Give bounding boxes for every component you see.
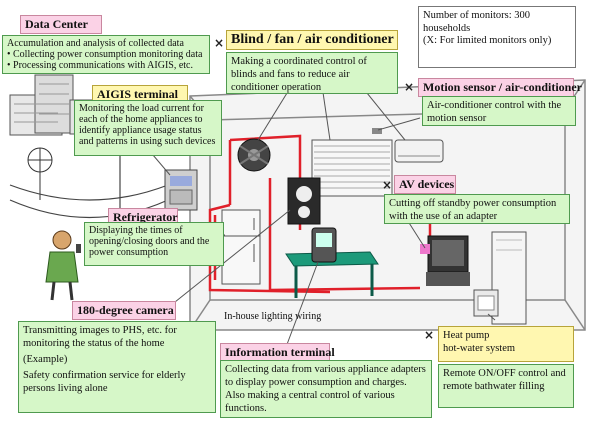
data-center-list-item-text: Collecting power consumption monitoring …: [13, 49, 203, 60]
motion-sensor-note: Air-conditioner control with the motion …: [422, 96, 576, 126]
aigis-terminal-note: Monitoring the load current for each of …: [74, 100, 222, 156]
monitors-info: Number of monitors: 300 households (X: F…: [418, 6, 576, 68]
camera-example-text: Safety confirmation service for elderly …: [23, 370, 186, 394]
limited-monitor-mark: ×: [214, 36, 225, 50]
blind-fan-ac-note: Making a coordinated control of blinds a…: [226, 52, 398, 94]
monitors-limited-note: (X: For limited monitors only): [423, 35, 552, 46]
aigis-terminal-device: [164, 169, 198, 211]
heat-pump-title: Heat pump hot-water system: [438, 326, 574, 362]
data-center-list-item: • Collecting power consumption monitorin…: [7, 49, 203, 60]
window-blind: [311, 139, 393, 197]
camera-title: 180-degree camera: [72, 301, 176, 320]
blind-fan-ac-title: Blind / fan / air conditioner: [226, 30, 398, 50]
camera-device: [287, 177, 321, 225]
ceiling-fan: [237, 138, 271, 172]
heat-pump-unit: [473, 289, 499, 317]
limited-monitor-mark: ×: [424, 328, 435, 342]
data-center-list: • Collecting power consumption monitorin…: [7, 49, 205, 71]
camera-example-label: (Example): [23, 354, 68, 365]
data-center-note: Accumulation and analysis of collected d…: [2, 35, 210, 74]
av-devices-title: AV devices: [394, 175, 456, 194]
monitors-count: Number of monitors: 300 households: [423, 10, 531, 34]
lighting-wiring-label: In-house lighting wiring: [224, 311, 322, 322]
data-center-list-item-text: Processing communications with AIGIS, et…: [13, 60, 193, 71]
limited-monitor-mark: ×: [382, 178, 393, 192]
information-terminal-device: [311, 227, 337, 263]
refrigerator-note: Displaying the times of opening/closing …: [84, 222, 224, 266]
data-center-desc: Accumulation and analysis of collected d…: [7, 38, 184, 49]
air-conditioner-unit: [372, 128, 444, 163]
heat-pump-note: Remote ON/OFF control and remote bathwat…: [438, 364, 574, 408]
av-tv-set: [420, 235, 470, 286]
camera-desc: Transmitting images to PHS, etc. for mon…: [23, 325, 177, 349]
data-center-title: Data Center: [20, 15, 102, 34]
data-center-list-item: • Processing communications with AIGIS, …: [7, 60, 193, 71]
info-terminal-note: Collecting data from various appliance a…: [220, 360, 432, 418]
motion-sensor-title: Motion sensor / air-conditioner: [418, 78, 582, 97]
camera-note: Transmitting images to PHS, etc. for mon…: [18, 321, 216, 413]
refrigerator-appliance: [221, 209, 261, 285]
av-devices-note: Cutting off standby power consumption wi…: [384, 194, 570, 224]
person-figure: [45, 230, 81, 301]
hot-water-tank: [491, 231, 527, 325]
limited-monitor-mark: ×: [404, 80, 415, 94]
antenna: [27, 147, 53, 200]
